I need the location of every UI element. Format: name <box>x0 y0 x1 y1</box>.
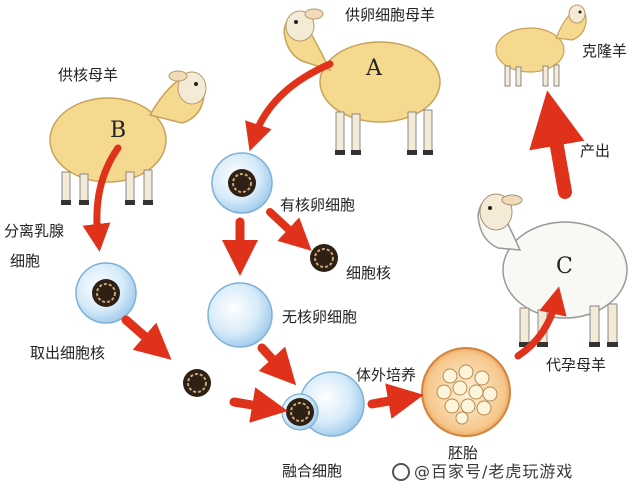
mammary-cell <box>75 262 137 324</box>
label-cell-nucleus: 细胞核 <box>346 264 392 282</box>
watermark-icon <box>392 463 410 481</box>
letter-c: C <box>556 254 573 279</box>
arrow-mammary-to-nucleus <box>121 315 172 360</box>
watermark: @百家号/老虎玩游戏 <box>392 458 573 482</box>
arrow-a-to-egg <box>245 60 334 152</box>
label-isolate-mammary-2: 细胞 <box>10 252 41 270</box>
arrow-b-to-mammary <box>82 144 122 252</box>
label-in-vitro-culture: 体外培养 <box>356 366 417 384</box>
nucleated-egg-cell <box>211 152 273 214</box>
arrow-fused-to-embryo <box>367 383 424 419</box>
sheep-b-donor-nucleus <box>49 70 207 205</box>
process-arrows <box>82 60 585 423</box>
extracted-nucleus <box>183 369 211 397</box>
letter-a: A <box>366 56 382 81</box>
label-donor-egg-ewe: 供卵细胞母羊 <box>345 6 436 24</box>
watermark-text: @百家号/老虎玩游戏 <box>414 462 574 481</box>
label-extract-nucleus: 取出细胞核 <box>30 344 106 362</box>
sheep-a-donor-egg <box>283 8 441 155</box>
arrow-embryo-to-c <box>514 286 567 360</box>
label-surrogate-ewe: 代孕母羊 <box>546 356 607 374</box>
label-clone-sheep: 克隆羊 <box>582 42 628 60</box>
label-nucleated-egg: 有核卵细胞 <box>280 196 356 214</box>
label-embryo: 胚胎 <box>448 444 479 462</box>
label-birth: 产出 <box>580 142 611 160</box>
enucleated-egg-cell <box>207 282 273 348</box>
sheep-c-surrogate <box>477 193 628 347</box>
clone-sheep <box>495 4 587 87</box>
arrow-c-to-clone <box>529 90 585 199</box>
cell-nucleus <box>310 244 338 272</box>
arrow-nucleus-to-fused <box>229 387 288 423</box>
label-enucleated-egg: 无核卵细胞 <box>282 308 358 326</box>
label-fused-cell: 融合细胞 <box>282 462 343 480</box>
label-isolate-mammary: 分离乳腺 <box>4 222 65 240</box>
embryo <box>421 347 511 437</box>
arrow-egg-to-nucleus <box>266 208 312 251</box>
fused-cell <box>281 371 365 437</box>
letter-b: B <box>110 118 127 143</box>
label-donor-nucleus-ewe: 供核母羊 <box>58 66 119 84</box>
arrow-enucleated-to-fused <box>257 343 297 386</box>
